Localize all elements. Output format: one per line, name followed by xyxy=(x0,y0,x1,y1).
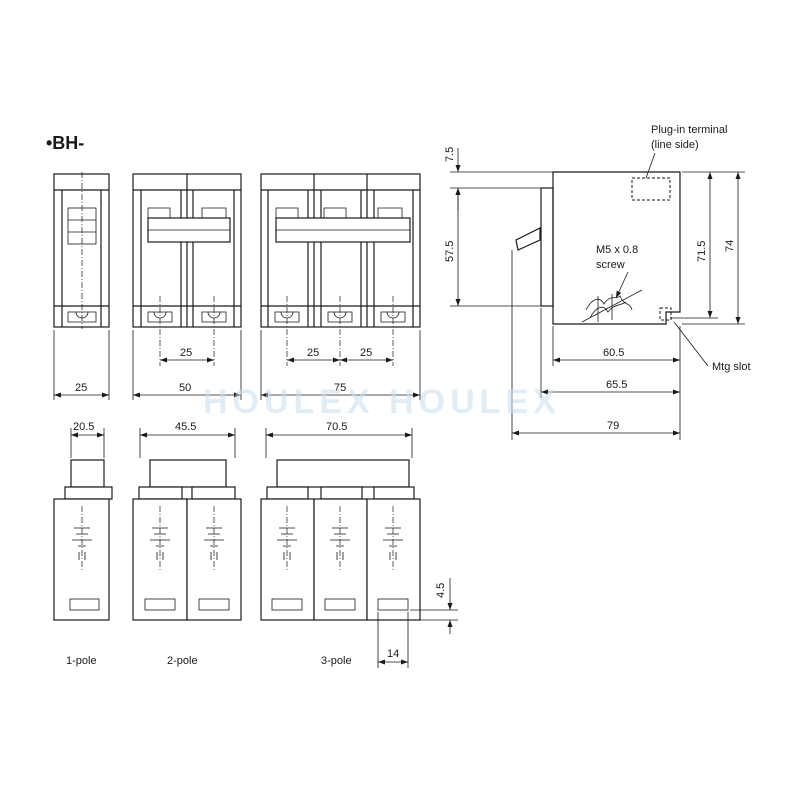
label-plugin-terminal: Plug-in terminal xyxy=(651,124,727,136)
label-mtg-slot: Mtg slot xyxy=(712,361,751,373)
dim-pitch-3-pole-b: 25 xyxy=(360,347,372,359)
dim-top-2-pole: 45.5 xyxy=(175,421,196,433)
dim-side-65-5: 65.5 xyxy=(606,379,627,391)
dim-side-57-5: 57.5 xyxy=(444,241,456,262)
dim-width-3-pole: 75 xyxy=(334,382,346,394)
front-view-3-pole xyxy=(260,173,421,366)
label-screw-size: M5 x 0.8 xyxy=(596,244,638,256)
dim-pitch-2-pole: 25 xyxy=(180,347,192,359)
dim-side-79: 79 xyxy=(607,420,619,432)
side-dimensions xyxy=(450,148,745,440)
watermark: HOULEX HOULEX xyxy=(203,383,561,421)
width-dimensions xyxy=(53,330,421,400)
label-1-pole: 1-pole xyxy=(66,655,97,667)
dim-width-1-pole: 25 xyxy=(75,382,87,394)
front-view-2-pole xyxy=(132,173,242,366)
label-3-pole: 3-pole xyxy=(321,655,352,667)
top-width-dimensions xyxy=(70,428,413,458)
rear-view-1-pole xyxy=(53,459,113,621)
label-plugin-terminal-side: (line side) xyxy=(651,139,699,151)
dim-side-71-5: 71.5 xyxy=(696,241,708,262)
dim-width-2-pole: 50 xyxy=(179,382,191,394)
series-title: •BH- xyxy=(46,133,84,153)
dim-side-74: 74 xyxy=(724,240,736,252)
side-view xyxy=(515,171,681,325)
dim-pitch-3-pole-a: 25 xyxy=(307,347,319,359)
label-2-pole: 2-pole xyxy=(167,655,198,667)
dim-top-1-pole: 20.5 xyxy=(73,421,94,433)
dim-side-60-5: 60.5 xyxy=(603,347,624,359)
slot-dimensions xyxy=(377,578,458,668)
label-screw: screw xyxy=(596,259,625,271)
dim-slot-height: 4.5 xyxy=(435,583,447,598)
rear-view-3-pole xyxy=(260,459,421,621)
dim-slot-width: 14 xyxy=(387,648,399,660)
dim-side-top: 7.5 xyxy=(444,147,456,162)
front-view-1-pole xyxy=(53,172,110,329)
dim-top-3-pole: 70.5 xyxy=(326,421,347,433)
rear-view-2-pole xyxy=(132,459,242,621)
